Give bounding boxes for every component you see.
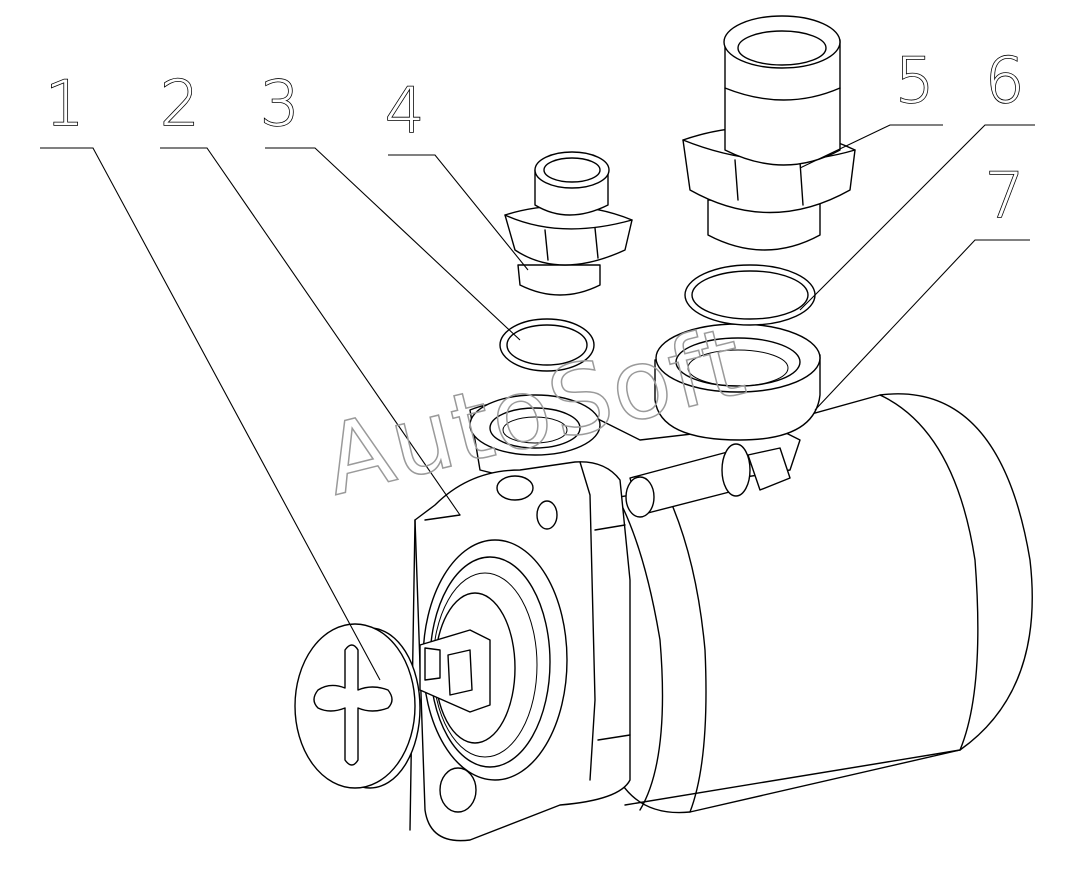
pump-body — [599, 393, 1033, 814]
o-ring-large — [684, 264, 816, 326]
small-fitting — [504, 151, 633, 296]
leader-lines — [40, 124, 1035, 681]
leader-2 — [160, 147, 461, 516]
callout-5: 5 — [895, 44, 934, 117]
leader-7 — [814, 239, 1030, 411]
callout-7: 7 — [985, 159, 1024, 232]
leader-6 — [799, 124, 1035, 311]
callout-labels: 1 2 3 4 5 6 7 — [44, 43, 1025, 233]
o-ring-small — [499, 318, 595, 372]
port-housing — [469, 323, 821, 518]
leader-5 — [799, 124, 943, 169]
leader-1 — [40, 147, 381, 681]
callout-1: 1 — [45, 67, 84, 140]
callout-3: 3 — [260, 67, 299, 140]
leader-3 — [265, 147, 521, 341]
large-fitting — [682, 15, 856, 251]
cover-disc — [294, 623, 421, 789]
mounting-flange — [409, 461, 631, 842]
callout-4: 4 — [385, 74, 424, 147]
leader-4 — [388, 154, 529, 271]
callout-2: 2 — [160, 67, 199, 140]
callout-6: 6 — [985, 44, 1024, 117]
